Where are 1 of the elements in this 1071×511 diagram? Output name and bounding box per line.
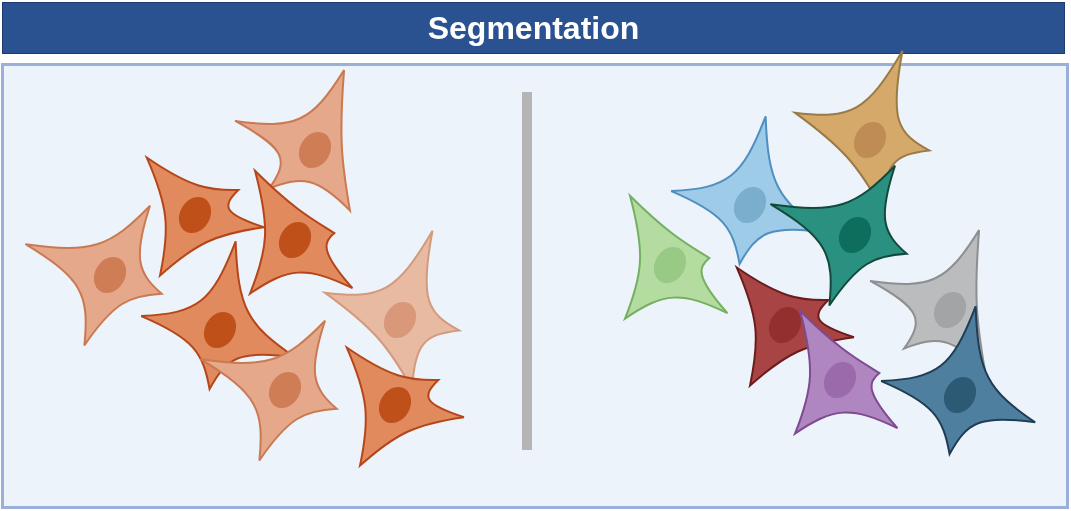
title-banner: Segmentation (2, 2, 1065, 54)
